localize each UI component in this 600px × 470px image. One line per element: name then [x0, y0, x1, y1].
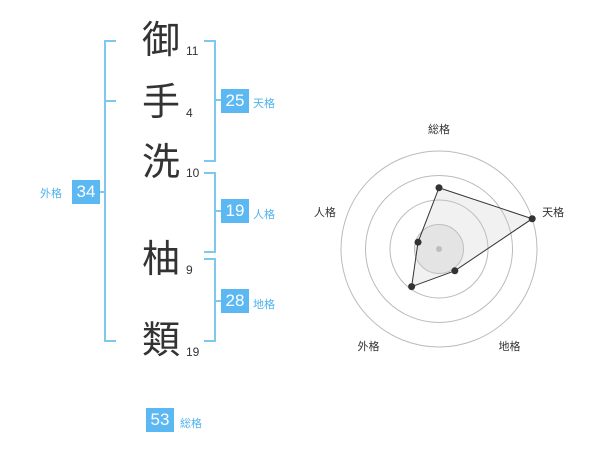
radar-axis-label-2: 地格 [499, 339, 521, 353]
radar-point-3 [408, 283, 416, 291]
jinkaku-value: 19 [221, 199, 249, 223]
radar-point-2 [451, 267, 459, 275]
name-char-2: 手 [141, 80, 180, 124]
tenkaku-bracket [204, 40, 216, 162]
radar-ring-3 [365, 175, 513, 323]
stroke-count-5: 19 [186, 345, 200, 359]
radar-polygon [411, 187, 534, 288]
chikaku-value: 28 [221, 289, 249, 313]
stroke-count-1: 11 [186, 44, 199, 58]
gaikaku-bracket-tick [104, 100, 116, 102]
radar-center [436, 246, 442, 252]
chikaku-label: 地格 [253, 298, 275, 311]
radar-axis-label-0: 総格 [428, 122, 450, 136]
radar-point-0 [435, 184, 443, 192]
stroke-count-4: 9 [186, 263, 193, 277]
radar-axis-label-3: 外格 [357, 339, 379, 353]
radar-point-1 [528, 215, 536, 223]
name-char-3: 洗 [141, 140, 180, 184]
radar-axis-label-1: 天格 [542, 205, 564, 219]
tenkaku-connector [214, 99, 222, 101]
jinkaku-connector [214, 210, 222, 212]
radar-point-4 [414, 238, 422, 246]
name-char-4: 柚 [141, 237, 180, 281]
radar-axis-label-4: 人格 [314, 205, 336, 219]
soukaku-value: 53 [146, 408, 174, 432]
jinkaku-bracket [204, 172, 216, 253]
stroke-count-2: 4 [186, 106, 193, 120]
gaikaku-label: 外格 [40, 187, 62, 200]
gaikaku-bracket [104, 40, 116, 342]
jinkaku-label: 人格 [253, 208, 275, 221]
tenkaku-label: 天格 [253, 97, 275, 110]
name-char-1: 御 [141, 18, 180, 62]
soukaku-label: 総格 [180, 417, 202, 430]
gaikaku-value: 34 [72, 180, 100, 204]
name-char-5: 類 [141, 318, 180, 362]
radar-ring-4 [340, 150, 538, 348]
stroke-count-3: 10 [186, 166, 200, 180]
chikaku-connector [214, 300, 222, 302]
tenkaku-value: 25 [221, 89, 249, 113]
